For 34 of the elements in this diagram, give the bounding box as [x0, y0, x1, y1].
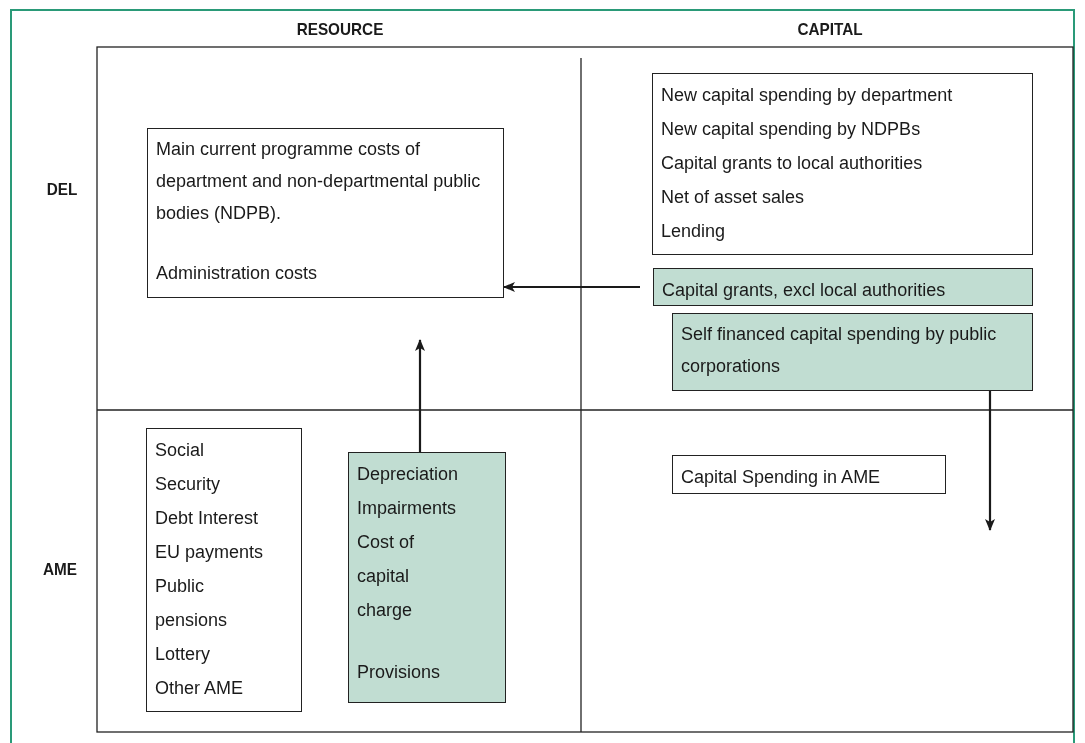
column-header: RESOURCE — [296, 20, 384, 40]
row-header: DEL — [46, 180, 78, 200]
column-header: CAPITAL — [797, 20, 863, 40]
box-text: Social Security — [155, 439, 222, 496]
box-text: Net of asset sales — [661, 186, 806, 209]
box-text: Main current programme costs of department and non-departmental public bodies (NDPB). — [156, 138, 482, 225]
arrow — [415, 339, 425, 452]
text-box — [348, 452, 506, 703]
text-box — [672, 455, 946, 494]
box-text: Other AME — [155, 677, 245, 700]
box-text: Self financed capital spending by public corporations — [681, 323, 998, 378]
box-text: Capital grants, excl local authorities — [662, 279, 947, 302]
text-box — [653, 268, 1033, 306]
box-text: Cost of capital charge — [357, 531, 416, 622]
text-box — [652, 73, 1033, 255]
text-box — [147, 128, 504, 298]
box-text: Capital grants to local authorities — [661, 152, 924, 175]
row-header: AME — [43, 560, 77, 580]
box-text: Provisions — [357, 661, 442, 684]
box-text: Depreciation — [357, 463, 460, 486]
box-text: Impairments — [357, 497, 458, 520]
arrow — [985, 391, 995, 531]
box-text: Capital Spending in AME — [681, 466, 882, 489]
box-text: Lottery — [155, 643, 212, 666]
box-text: New capital spending by NDPBs — [661, 118, 922, 141]
box-text: New capital spending by department — [661, 84, 954, 107]
text-box — [146, 428, 302, 712]
box-text: Public pensions — [155, 575, 229, 632]
box-text: EU payments — [155, 541, 265, 564]
box-text: Administration costs — [156, 262, 319, 285]
box-text: Debt Interest — [155, 507, 260, 530]
box-text: Lending — [661, 220, 727, 243]
arrow — [503, 282, 640, 292]
text-box — [672, 313, 1033, 391]
